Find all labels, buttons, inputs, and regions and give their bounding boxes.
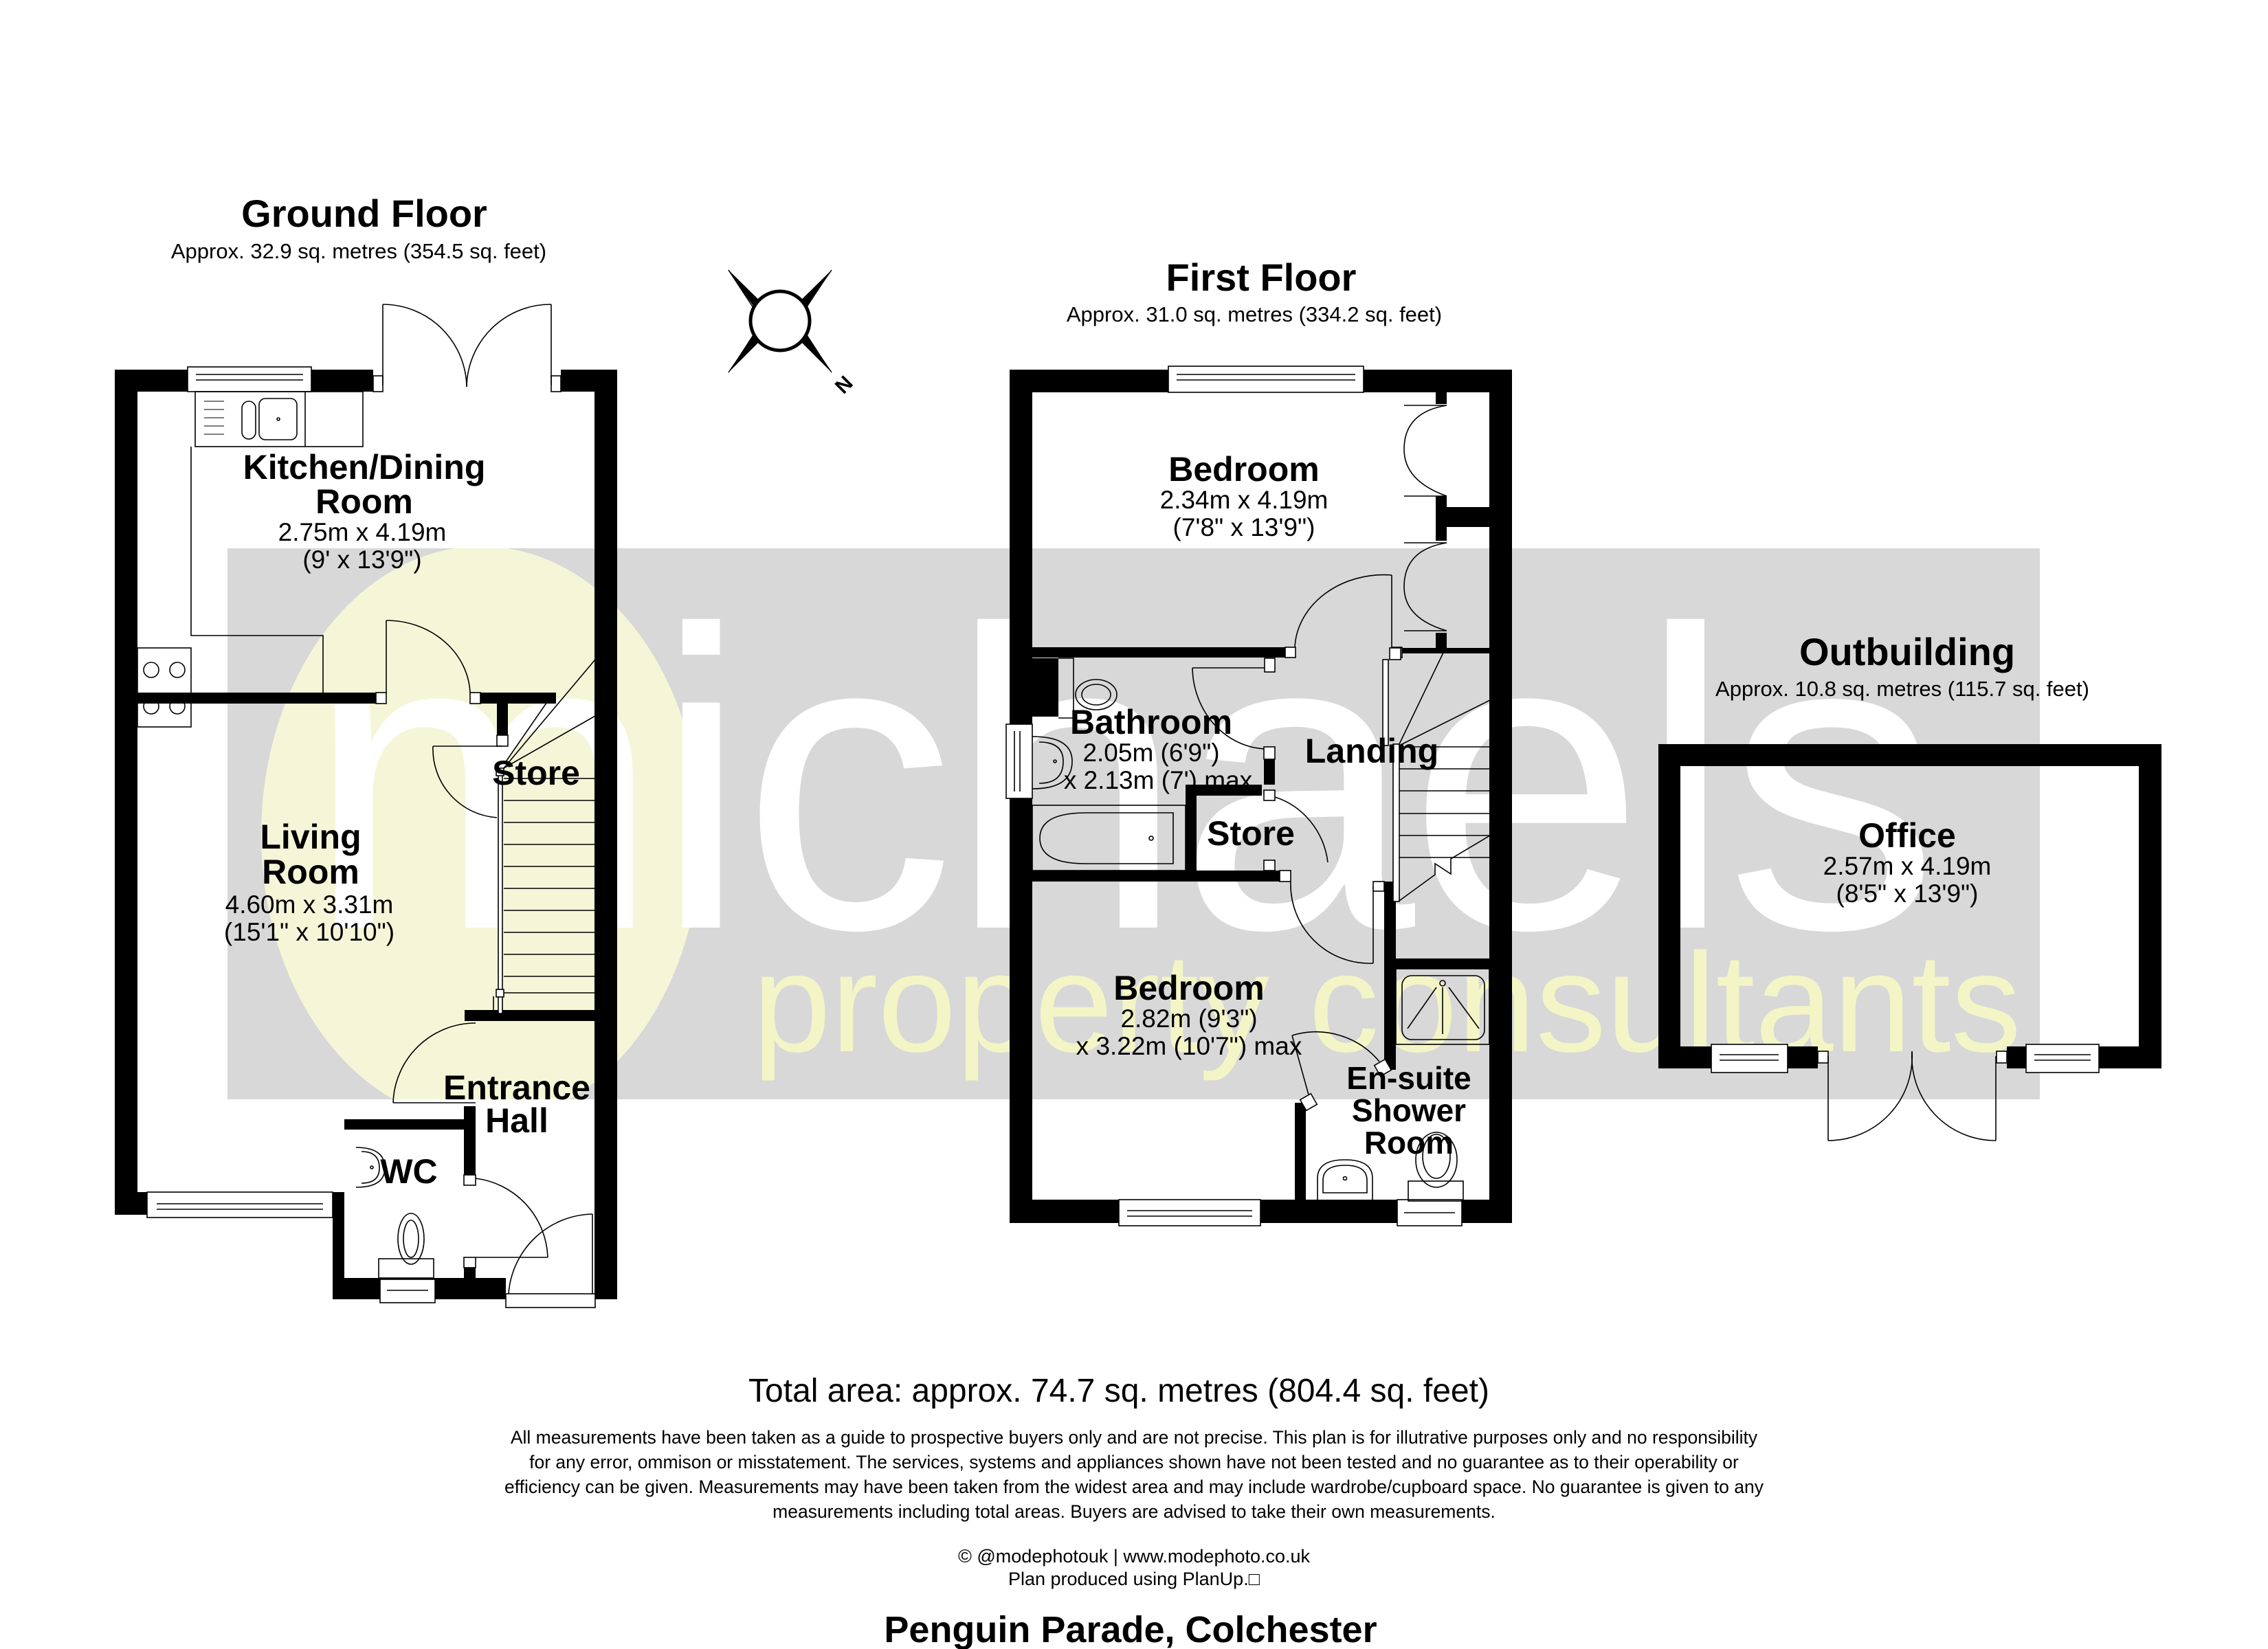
svg-text:2.57m x 4.19m: 2.57m x 4.19m (1823, 852, 1992, 880)
compass-rose-icon: N (728, 269, 858, 399)
disclaimer-line: measurements including total areas. Buye… (772, 1501, 1496, 1522)
door (1279, 870, 1385, 964)
produced-line: Plan produced using PlanUp.□ (1008, 1569, 1260, 1589)
svg-text:(8'5" x 13'9"): (8'5" x 13'9") (1836, 879, 1979, 908)
toilet-icon (378, 1213, 434, 1279)
svg-text:Hall: Hall (485, 1101, 548, 1140)
disclaimer-line: for any error, ommison or misstatement. … (529, 1452, 1739, 1472)
window (146, 1191, 333, 1218)
door (375, 620, 481, 704)
svg-text:(7'8" x 13'9"): (7'8" x 13'9") (1173, 513, 1315, 541)
bath-icon (1032, 805, 1186, 871)
room-living: Living Room 4.60m x 3.31m (15'1" x 10'10… (224, 818, 394, 946)
window (1118, 1199, 1261, 1226)
room-landing: Landing (1305, 732, 1438, 770)
outbuilding-plan: Outbuilding Approx. 10.8 sq. metres (115… (1658, 630, 2161, 1141)
svg-text:Shower: Shower (1352, 1092, 1466, 1128)
room-bedroom-2: Bedroom 2.82m (9'3") x 3.22m (10'7") max (1076, 969, 1302, 1060)
window (187, 366, 312, 392)
room-ensuite: En-suite Shower Room (1346, 1060, 1471, 1160)
room-store: Store (1207, 814, 1295, 853)
ground-floor-area: Approx. 32.9 sq. metres (354.5 sq. feet) (171, 239, 546, 263)
svg-text:Kitchen/Dining: Kitchen/Dining (243, 448, 486, 486)
svg-text:Bedroom: Bedroom (1113, 969, 1264, 1007)
french-doors (1817, 1051, 2008, 1141)
front-door (505, 1213, 596, 1308)
svg-text:Room: Room (1364, 1125, 1454, 1160)
window (2025, 1044, 2100, 1073)
disclaimer-line: efficiency can be given. Measurements ma… (504, 1477, 1764, 1497)
kitchen-units (137, 391, 364, 728)
footer: Total area: approx. 74.7 sq. metres (804… (504, 1373, 1764, 1649)
window (1005, 723, 1033, 799)
property-address: Penguin Parade, Colchester (884, 1609, 1377, 1649)
svg-text:(15'1" x 10'10"): (15'1" x 10'10") (224, 918, 394, 946)
room-bedroom-1: Bedroom 2.34m x 4.19m (7'8" x 13'9") (1160, 450, 1328, 541)
door (463, 1174, 548, 1268)
svg-text:(9' x 13'9"): (9' x 13'9") (302, 546, 421, 574)
room-wc: WC (380, 1152, 437, 1191)
north-label: N (831, 372, 858, 399)
svg-text:2.34m x 4.19m: 2.34m x 4.19m (1160, 486, 1328, 514)
toilet-icon (1408, 1132, 1464, 1202)
svg-text:Room: Room (262, 853, 359, 891)
svg-text:Bedroom: Bedroom (1168, 450, 1319, 489)
svg-text:4.60m x 3.31m: 4.60m x 3.31m (225, 890, 394, 919)
window (1397, 1199, 1463, 1226)
basin-icon (1032, 736, 1073, 789)
first-floor-title: First Floor (1166, 256, 1357, 299)
svg-text:En-suite: En-suite (1346, 1060, 1471, 1096)
hob-icon (137, 647, 192, 728)
ground-floor-title: Ground Floor (241, 192, 487, 235)
ground-floor-walls (115, 370, 617, 1299)
svg-text:2.05m (6'9"): 2.05m (6'9") (1082, 739, 1219, 767)
svg-text:2.75m x 4.19m: 2.75m x 4.19m (278, 518, 447, 546)
svg-text:Entrance: Entrance (443, 1068, 590, 1107)
svg-text:Office: Office (1858, 816, 1956, 855)
window (1711, 1044, 1788, 1073)
first-floor-area: Approx. 31.0 sq. metres (334.2 sq. feet) (1067, 302, 1442, 326)
toilet-icon (1058, 658, 1118, 719)
staircase (493, 659, 596, 1014)
watermark: michaels property consultants (227, 548, 2040, 1099)
svg-text:Landing: Landing (1305, 732, 1438, 770)
basin-icon (355, 1147, 386, 1188)
svg-text:x 3.22m (10'7") max: x 3.22m (10'7") max (1076, 1032, 1302, 1060)
svg-text:Store: Store (492, 754, 580, 792)
outbuilding-area: Approx. 10.8 sq. metres (115.7 sq. feet) (1715, 677, 2089, 701)
room-bathroom: Bathroom 2.05m (6'9") x 2.13m (7') max (1064, 703, 1253, 794)
door (1192, 658, 1276, 760)
svg-text:WC: WC (380, 1152, 437, 1191)
disclaimer-line: All measurements have been taken as a gu… (511, 1427, 1758, 1448)
total-area: Total area: approx. 74.7 sq. metres (804… (748, 1373, 1489, 1409)
svg-text:x 2.13m (7') max: x 2.13m (7') max (1064, 766, 1253, 794)
svg-text:Store: Store (1207, 814, 1295, 853)
french-doors (373, 304, 562, 392)
credit-line: © @modephotouk | www.modephoto.co.uk (958, 1546, 1311, 1567)
room-office: Office 2.57m x 4.19m (8'5" x 13'9") (1823, 816, 1992, 908)
svg-text:Living: Living (260, 818, 361, 856)
basin-icon (1317, 1159, 1373, 1201)
shower-tray-icon (1395, 968, 1490, 1045)
ground-floor-plan: Ground Floor Approx. 32.9 sq. metres (35… (115, 192, 617, 1308)
svg-text:2.82m (9'3"): 2.82m (9'3") (1120, 1005, 1257, 1033)
svg-text:Bathroom: Bathroom (1070, 703, 1232, 741)
wardrobe-doors (1403, 405, 1447, 631)
door (1263, 789, 1328, 871)
first-floor-plan: First Floor Approx. 31.0 sq. metres (334… (1005, 256, 1512, 1226)
room-entrance-hall: Entrance Hall (443, 1068, 590, 1140)
window (379, 1279, 436, 1303)
door (432, 734, 509, 818)
room-store: Store (492, 754, 580, 792)
door (392, 1022, 476, 1103)
sink-icon (204, 398, 298, 440)
svg-text:Room: Room (315, 482, 413, 521)
door (1291, 1031, 1392, 1112)
outbuilding-title: Outbuilding (1799, 630, 2015, 673)
staircase (1382, 647, 1491, 902)
room-kitchen-dining: Kitchen/Dining Room 2.75m x 4.19m (9' x … (243, 448, 486, 574)
window (1168, 366, 1364, 393)
watermark-circle (261, 548, 701, 1099)
